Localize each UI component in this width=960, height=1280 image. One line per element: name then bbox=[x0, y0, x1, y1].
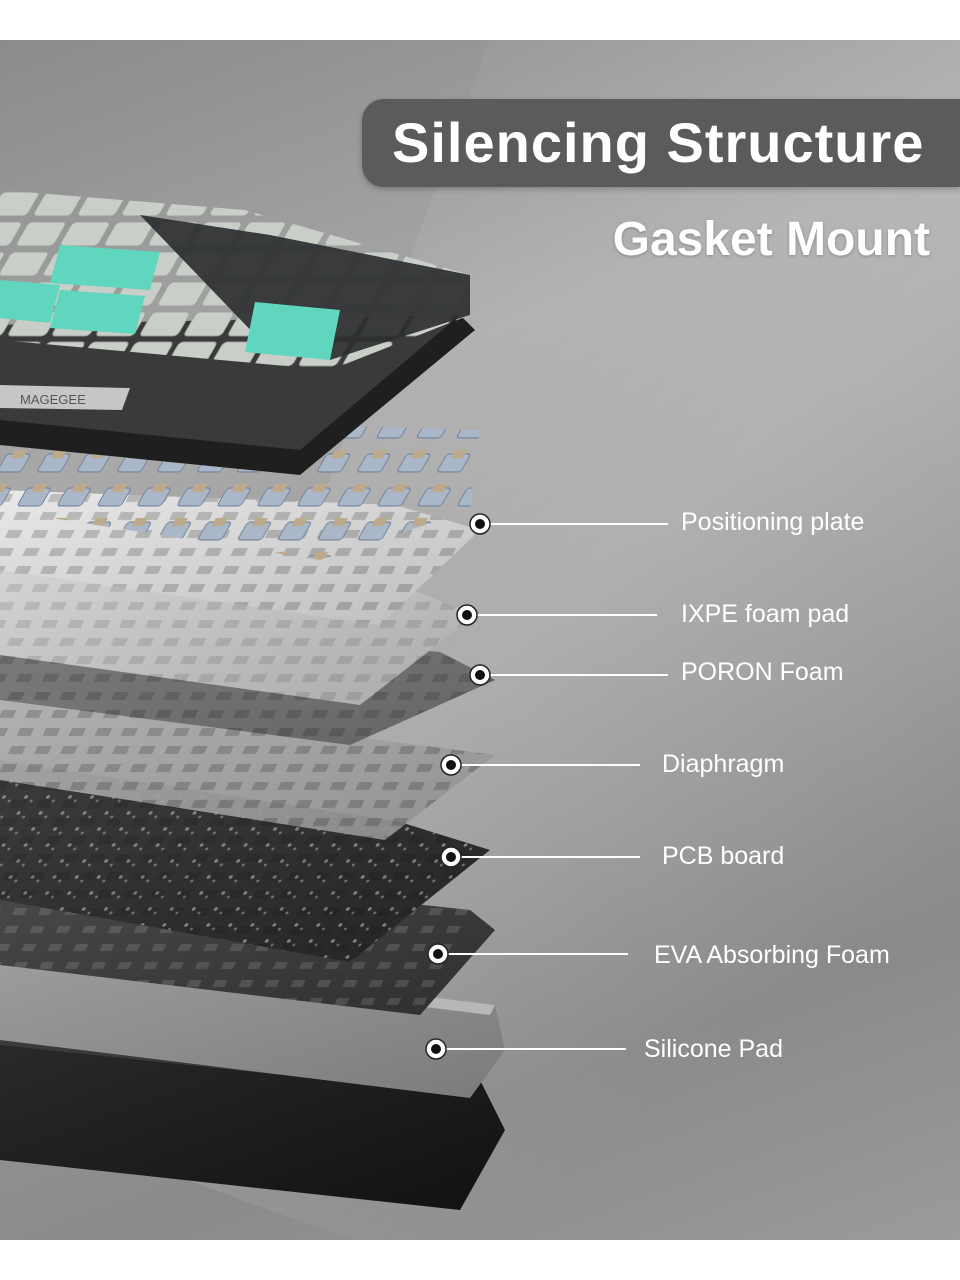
label-eva-absorbing-foam: EVA Absorbing Foam bbox=[654, 941, 890, 969]
label-ixpe-foam-pad: IXPE foam pad bbox=[681, 600, 850, 628]
product-illustration: MAGEGEE Silencing Structure Gasket Mount bbox=[0, 40, 960, 1240]
teal-keycap bbox=[0, 280, 60, 323]
page-title: Silencing Structure bbox=[392, 111, 925, 174]
label-pcb-board: PCB board bbox=[662, 842, 785, 870]
callout-ixpe-foam bbox=[456, 604, 657, 626]
teal-keycap bbox=[245, 302, 340, 360]
teal-keycap bbox=[50, 245, 160, 290]
dark-keycaps bbox=[140, 215, 470, 360]
teal-keycap bbox=[50, 290, 145, 334]
callout-eva-foam bbox=[427, 943, 628, 965]
label-poron-foam: PORON Foam bbox=[681, 658, 844, 686]
title-banner: Silencing Structure bbox=[362, 99, 960, 187]
silicone-pad-layer bbox=[0, 945, 505, 1098]
callout-poron-foam bbox=[469, 664, 668, 686]
callout-diaphragm bbox=[440, 754, 640, 776]
page-subtitle: Gasket Mount bbox=[612, 213, 930, 266]
label-diaphragm: Diaphragm bbox=[662, 750, 785, 778]
exploded-keyboard-illustration: MAGEGEE bbox=[0, 190, 505, 1210]
brand-mark: MAGEGEE bbox=[20, 392, 86, 407]
callout-pcb-board bbox=[440, 846, 640, 868]
label-silicone-pad: Silicone Pad bbox=[644, 1035, 783, 1063]
callout-lines bbox=[425, 513, 668, 1060]
callout-silicone-pad bbox=[425, 1038, 626, 1060]
label-positioning-plate: Positioning plate bbox=[681, 508, 865, 536]
callout-positioning-plate bbox=[469, 513, 668, 535]
